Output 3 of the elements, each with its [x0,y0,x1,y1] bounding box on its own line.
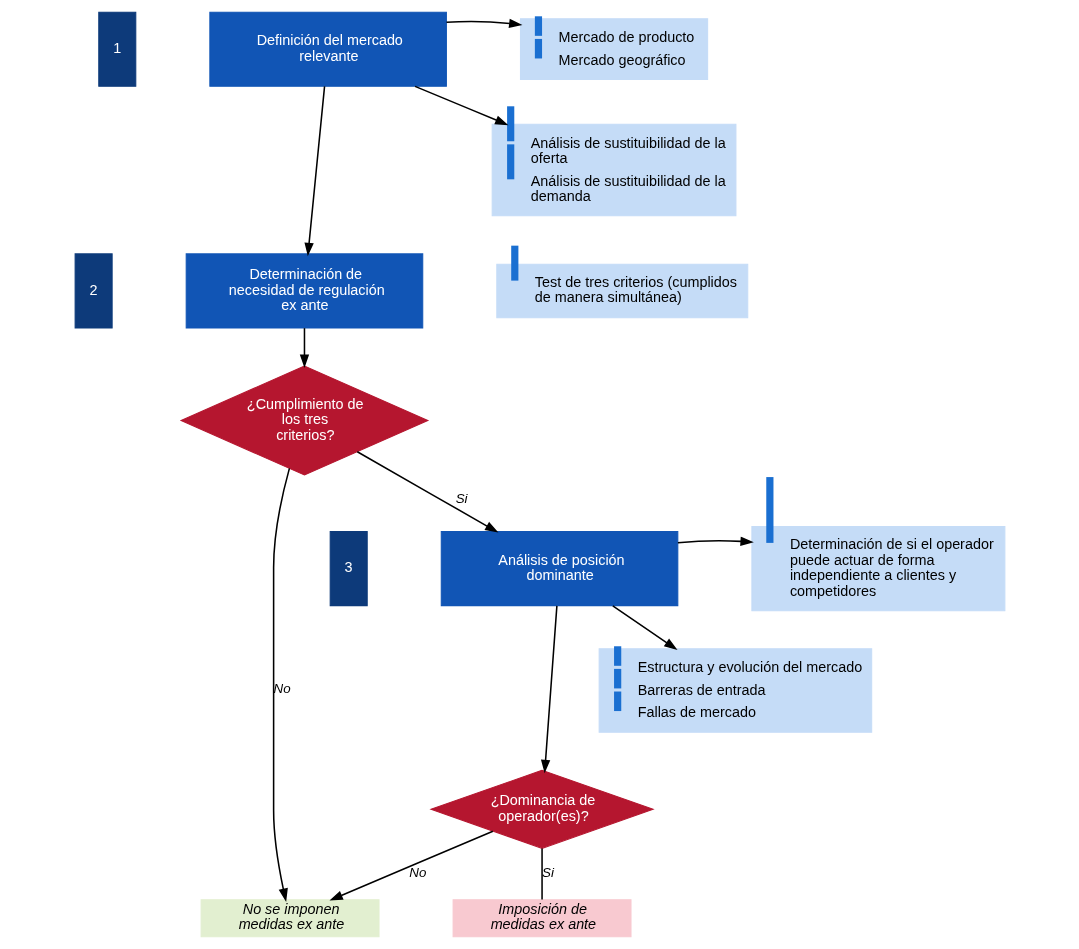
edge-label: No [273,680,291,696]
edge-label: Si [455,491,468,507]
edge-label: No [408,864,426,880]
